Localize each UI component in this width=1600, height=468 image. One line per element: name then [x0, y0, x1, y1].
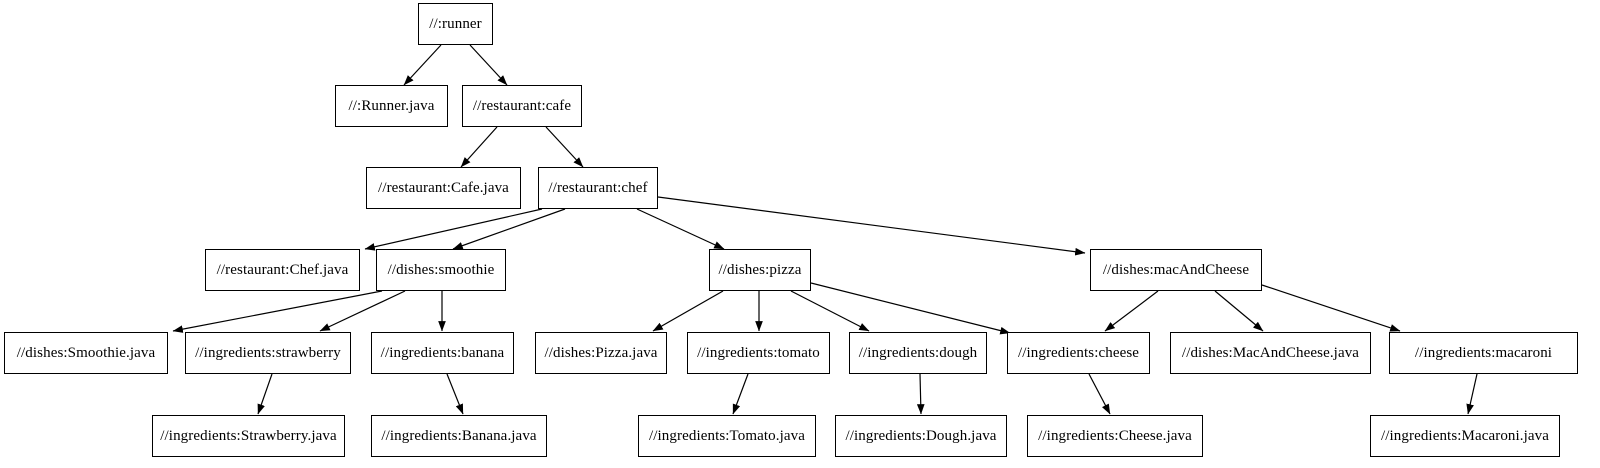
graph-edge-restaurant_cafe-to-cafe_java — [460, 126, 498, 168]
graph-edge-ing_macaroni-to-macaroni_java — [1466, 373, 1478, 415]
graph-edge-dishes_macandchz-to-macandchz_java — [1214, 290, 1264, 332]
graph-edge-dishes_pizza-to-pizza_java — [652, 290, 724, 332]
graph-node-chef_java[interactable]: //restaurant:Chef.java — [205, 249, 360, 291]
graph-node-dishes_macandchz[interactable]: //dishes:macAndCheese — [1090, 249, 1262, 291]
graph-node-restaurant_chef[interactable]: //restaurant:chef — [538, 167, 658, 209]
graph-node-cafe_java[interactable]: //restaurant:Cafe.java — [366, 167, 521, 209]
graph-node-macandchz_java[interactable]: //dishes:MacAndCheese.java — [1170, 332, 1371, 374]
graph-edge-dishes_smoothie-to-smoothie_java — [172, 290, 383, 333]
graph-edge-ing_banana-to-banana_java — [446, 373, 464, 415]
graph-node-cheese_java[interactable]: //ingredients:Cheese.java — [1027, 415, 1203, 457]
graph-node-smoothie_java[interactable]: //dishes:Smoothie.java — [4, 332, 168, 374]
graph-edge-restaurant_chef-to-chef_java — [364, 208, 543, 251]
graph-edge-dishes_macandchz-to-ing_macaroni — [1261, 284, 1401, 332]
graph-node-ing_macaroni[interactable]: //ingredients:macaroni — [1389, 332, 1578, 374]
graph-node-strawberry_java[interactable]: //ingredients:Strawberry.java — [152, 415, 345, 457]
graph-edge-ing_tomato-to-tomato_java — [732, 373, 749, 415]
graph-node-pizza_java[interactable]: //dishes:Pizza.java — [535, 332, 667, 374]
graph-node-restaurant_cafe[interactable]: //restaurant:cafe — [462, 85, 582, 127]
graph-node-ing_strawberry[interactable]: //ingredients:strawberry — [185, 332, 351, 374]
graph-node-dough_java[interactable]: //ingredients:Dough.java — [835, 415, 1007, 457]
graph-edge-ing_dough-to-dough_java — [916, 373, 925, 415]
graph-node-tomato_java[interactable]: //ingredients:Tomato.java — [638, 415, 816, 457]
graph-node-ing_tomato[interactable]: //ingredients:tomato — [687, 332, 830, 374]
graph-edge-dishes_smoothie-to-ing_strawberry — [319, 290, 406, 332]
graph-node-dishes_pizza[interactable]: //dishes:pizza — [709, 249, 811, 291]
graph-edge-dishes_pizza-to-ing_dough — [790, 290, 870, 332]
graph-node-banana_java[interactable]: //ingredients:Banana.java — [371, 415, 547, 457]
graph-edge-dishes_pizza-to-ing_cheese — [810, 282, 1011, 335]
graph-node-macaroni_java[interactable]: //ingredients:Macaroni.java — [1370, 415, 1560, 457]
graph-node-ing_cheese[interactable]: //ingredients:cheese — [1007, 332, 1150, 374]
graph-node-ing_dough[interactable]: //ingredients:dough — [849, 332, 987, 374]
graph-edge-restaurant_chef-to-dishes_smoothie — [452, 208, 566, 250]
graph-node-runner[interactable]: //:runner — [418, 3, 493, 45]
graph-edge-ing_cheese-to-cheese_java — [1088, 373, 1111, 415]
graph-edge-dishes_macandchz-to-ing_cheese — [1104, 290, 1159, 332]
graph-node-ing_banana[interactable]: //ingredients:banana — [371, 332, 514, 374]
graph-node-runner_java[interactable]: //:Runner.java — [335, 85, 448, 127]
graph-edge-ing_strawberry-to-strawberry_java — [257, 373, 273, 415]
graph-edge-restaurant_cafe-to-restaurant_chef — [545, 126, 584, 168]
graph-edge-restaurant_chef-to-dishes_macandchz — [657, 196, 1086, 256]
graph-node-dishes_smoothie[interactable]: //dishes:smoothie — [376, 249, 506, 291]
graph-edge-restaurant_chef-to-dishes_pizza — [636, 208, 725, 250]
graph-edge-runner-to-restaurant_cafe — [469, 44, 508, 86]
graph-edge-runner-to-runner_java — [403, 44, 442, 86]
